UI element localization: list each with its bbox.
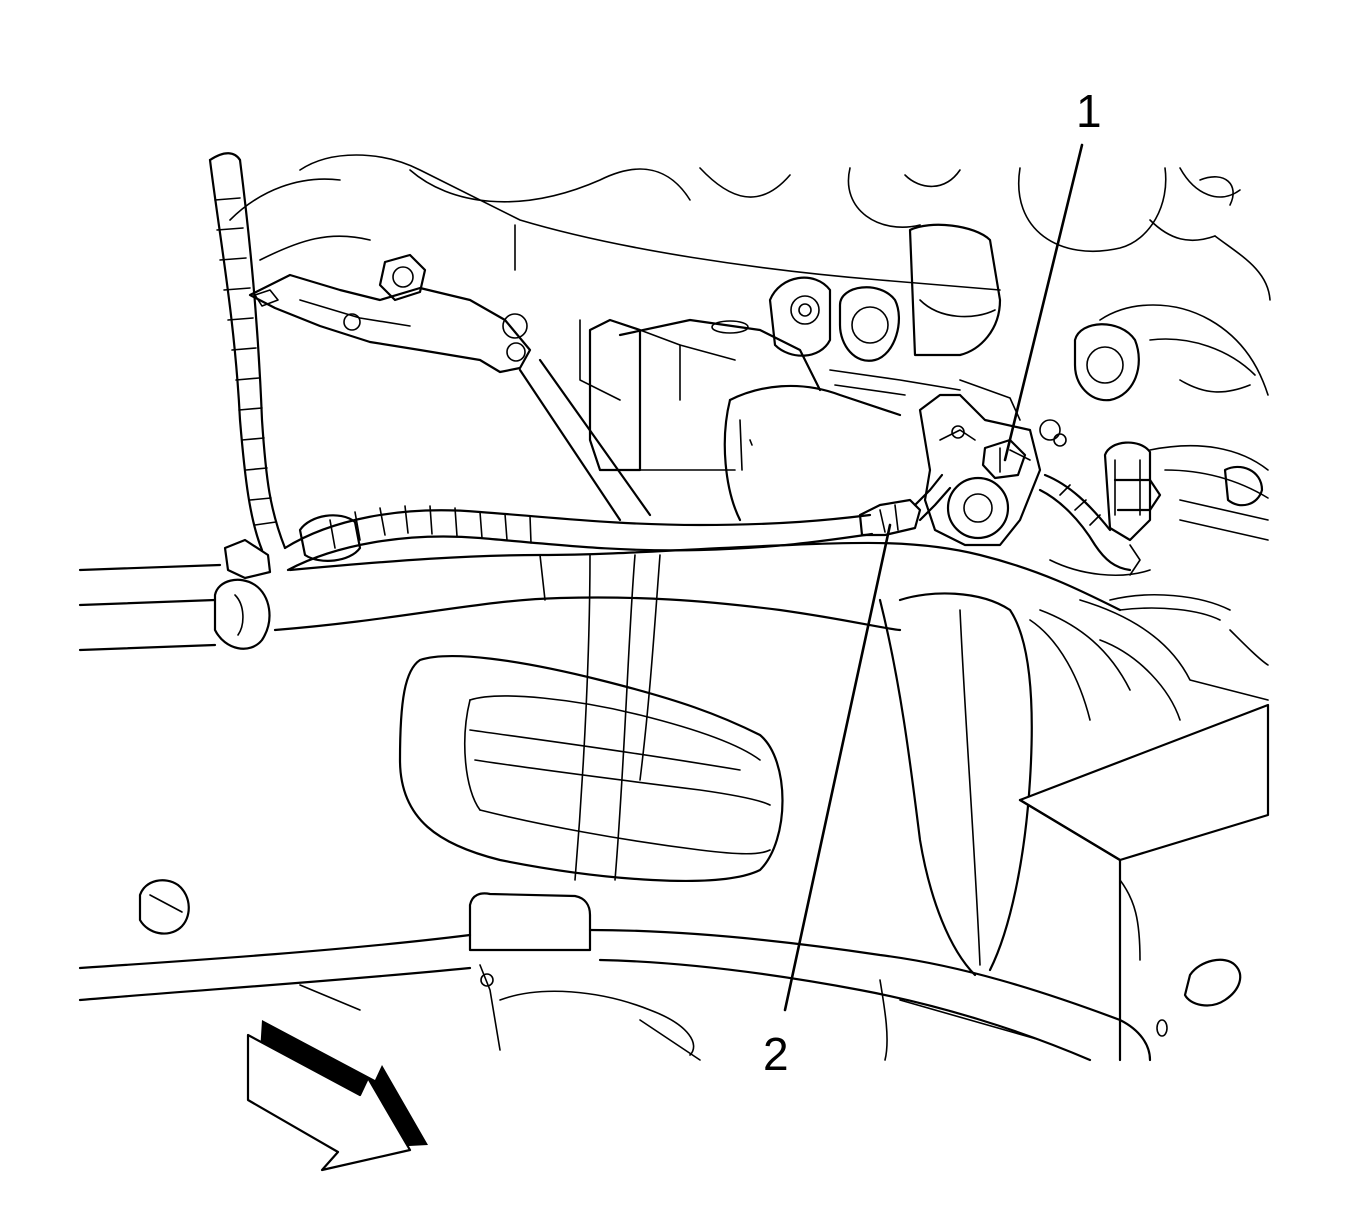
right-panel <box>878 592 1270 1062</box>
frame-crossmember <box>78 541 1122 881</box>
support-rod <box>518 358 652 522</box>
ground-cable-terminal <box>858 498 922 537</box>
frame-plug <box>138 879 190 935</box>
callout-1-label: 1 <box>1076 85 1102 137</box>
wire-harness <box>208 152 1162 580</box>
callout-2-label: 2 <box>763 1028 789 1080</box>
starter-solenoid-terminal <box>918 393 1067 547</box>
callout-2-leader <box>783 523 892 1012</box>
right-engine-details <box>1049 445 1269 666</box>
lower-shield <box>398 654 784 1051</box>
lower-frame-rail <box>78 928 1152 1062</box>
callout-1-leader <box>1003 143 1084 462</box>
mounting-strap <box>248 253 532 374</box>
solenoid-cluster <box>768 223 1140 421</box>
engine-block-background <box>229 154 1271 401</box>
starter-motor <box>588 318 902 522</box>
front-direction-arrow-icon <box>246 1020 428 1172</box>
